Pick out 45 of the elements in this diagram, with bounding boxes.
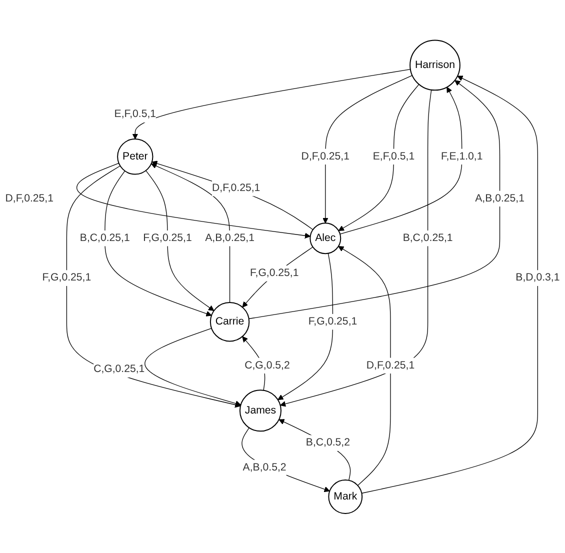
edge-label: B,C,0.25,1	[402, 232, 453, 244]
edge-label: F,E,1.0,1	[441, 150, 483, 162]
edge-label: F,G,0.25,1	[42, 272, 92, 283]
node-circle: James	[239, 389, 282, 432]
edge-label: D,F,0.25,1	[366, 359, 415, 371]
node-circle: Peter	[117, 138, 154, 174]
arrow	[340, 86, 462, 234]
edge-label: E,F,0.5,1	[114, 108, 156, 120]
arrow	[104, 170, 212, 316]
arrow	[280, 89, 432, 406]
node-circle: Carrie	[210, 302, 250, 342]
arrow	[152, 160, 314, 230]
arrow	[144, 328, 242, 406]
arrow	[338, 84, 420, 231]
node-circle: Mark	[328, 479, 363, 514]
edge-label: D,F,0.25,1	[301, 150, 350, 162]
arrow	[278, 418, 351, 480]
edge-label: B,D,0.3,1	[516, 272, 560, 283]
node-circle: Harrison	[410, 39, 460, 90]
arrow	[322, 74, 413, 224]
arrow	[248, 80, 500, 319]
arrow	[338, 246, 391, 486]
edge-label: B,C,0.25,1	[80, 232, 130, 244]
arrow	[66, 165, 241, 408]
edge-label: D,F,0.25,1	[5, 192, 54, 204]
edge-label: F,G,0.25,1	[308, 316, 358, 327]
edge-label: D,F,0.25,1	[212, 182, 260, 194]
edge-label: A,B,0.25,1	[205, 232, 254, 244]
edge-label: F,G,0.25,1	[250, 267, 299, 278]
edge-label: A,B,0.5,2	[242, 461, 286, 473]
arrow	[361, 75, 538, 494]
node-circle: Alec	[310, 222, 342, 254]
arrow	[132, 68, 411, 139]
edge-label: B,C,0.5,2	[306, 436, 350, 448]
arrow	[278, 252, 334, 400]
arrow	[146, 170, 214, 311]
edge-label: C,G,0.5,2	[244, 359, 290, 371]
arrow	[242, 427, 330, 492]
edge-label: F,G,0.25,1	[143, 232, 192, 244]
arrow	[76, 162, 311, 238]
edge-label: C,G,0.25,1	[94, 363, 145, 375]
edge-label: E,F,0.5,1	[372, 150, 415, 162]
arrow	[242, 246, 314, 308]
arrow	[150, 162, 230, 302]
edge-label: A,B,0.25,1	[475, 192, 524, 204]
